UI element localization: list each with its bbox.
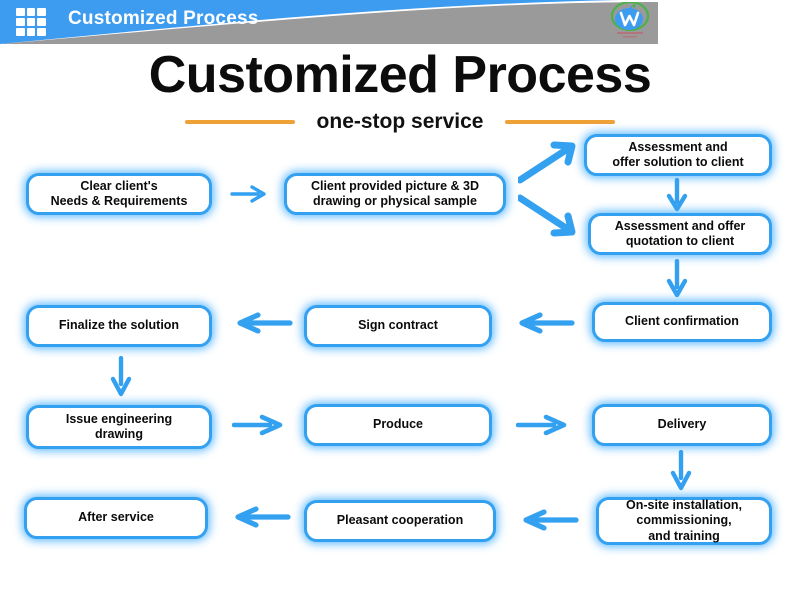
grid-apps-icon[interactable] (16, 8, 46, 36)
grid-cell (26, 8, 36, 16)
grid-cell (16, 28, 25, 36)
flow-node-delivery[interactable]: Delivery (592, 404, 772, 446)
flow-node-after-service[interactable]: After service (24, 497, 208, 539)
flow-node-produce[interactable]: Produce (304, 404, 492, 446)
arrow-needs-to-files (230, 182, 272, 206)
arrow-finalize-to-drawing (108, 356, 134, 400)
flow-node-client-provided-files[interactable]: Client provided picture & 3D drawing or … (284, 173, 506, 215)
grid-cell (16, 18, 25, 26)
company-logo-icon (610, 2, 650, 38)
arrow-produce-to-delivery (516, 412, 576, 438)
flow-node-sign-contract[interactable]: Sign contract (304, 305, 492, 347)
arrow-cooperation-to-after (226, 505, 292, 531)
subtitle-rule-left (184, 120, 295, 124)
arrow-onsite-to-cooperation (514, 508, 580, 534)
subtitle-row: one-stop service (0, 110, 800, 134)
grid-cell (37, 8, 46, 16)
app-header-band: Customized Process (0, 0, 658, 44)
arrow-files-to-solution (518, 140, 582, 186)
flow-node-finalize-solution[interactable]: Finalize the solution (26, 305, 212, 347)
grid-cell (37, 28, 46, 36)
flow-node-assessment-solution[interactable]: Assessment and offer solution to client (584, 134, 772, 176)
grid-cell (37, 18, 46, 26)
flow-node-assessment-quotation[interactable]: Assessment and offer quotation to client (588, 213, 772, 255)
page-subtitle: one-stop service (316, 110, 484, 133)
arrow-quotation-to-confirmation (664, 259, 690, 301)
flow-node-pleasant-cooperation[interactable]: Pleasant cooperation (304, 500, 496, 542)
arrow-solution-to-quotation (664, 178, 690, 214)
grid-cell (26, 28, 36, 36)
flow-node-onsite-installation[interactable]: On-site installation, commissioning, and… (596, 497, 772, 545)
arrow-contract-to-finalize (228, 311, 294, 337)
grid-cell (26, 18, 36, 26)
header-background-shape (0, 0, 658, 44)
arrow-files-to-quotation (518, 192, 582, 238)
arrow-delivery-to-onsite (668, 450, 694, 494)
page-title: Customized Process (148, 46, 652, 104)
arrow-confirmation-to-contract (510, 311, 576, 337)
flow-node-client-confirmation[interactable]: Client confirmation (592, 302, 772, 342)
flow-node-clear-client-needs[interactable]: Clear client's Needs & Requirements (26, 173, 212, 215)
flow-node-issue-engineering-drawing[interactable]: Issue engineering drawing (26, 405, 212, 449)
arrow-drawing-to-produce (232, 412, 292, 438)
subtitle-rule-right (505, 120, 616, 124)
header-title: Customized Process (68, 8, 259, 29)
grid-cell (16, 8, 25, 16)
